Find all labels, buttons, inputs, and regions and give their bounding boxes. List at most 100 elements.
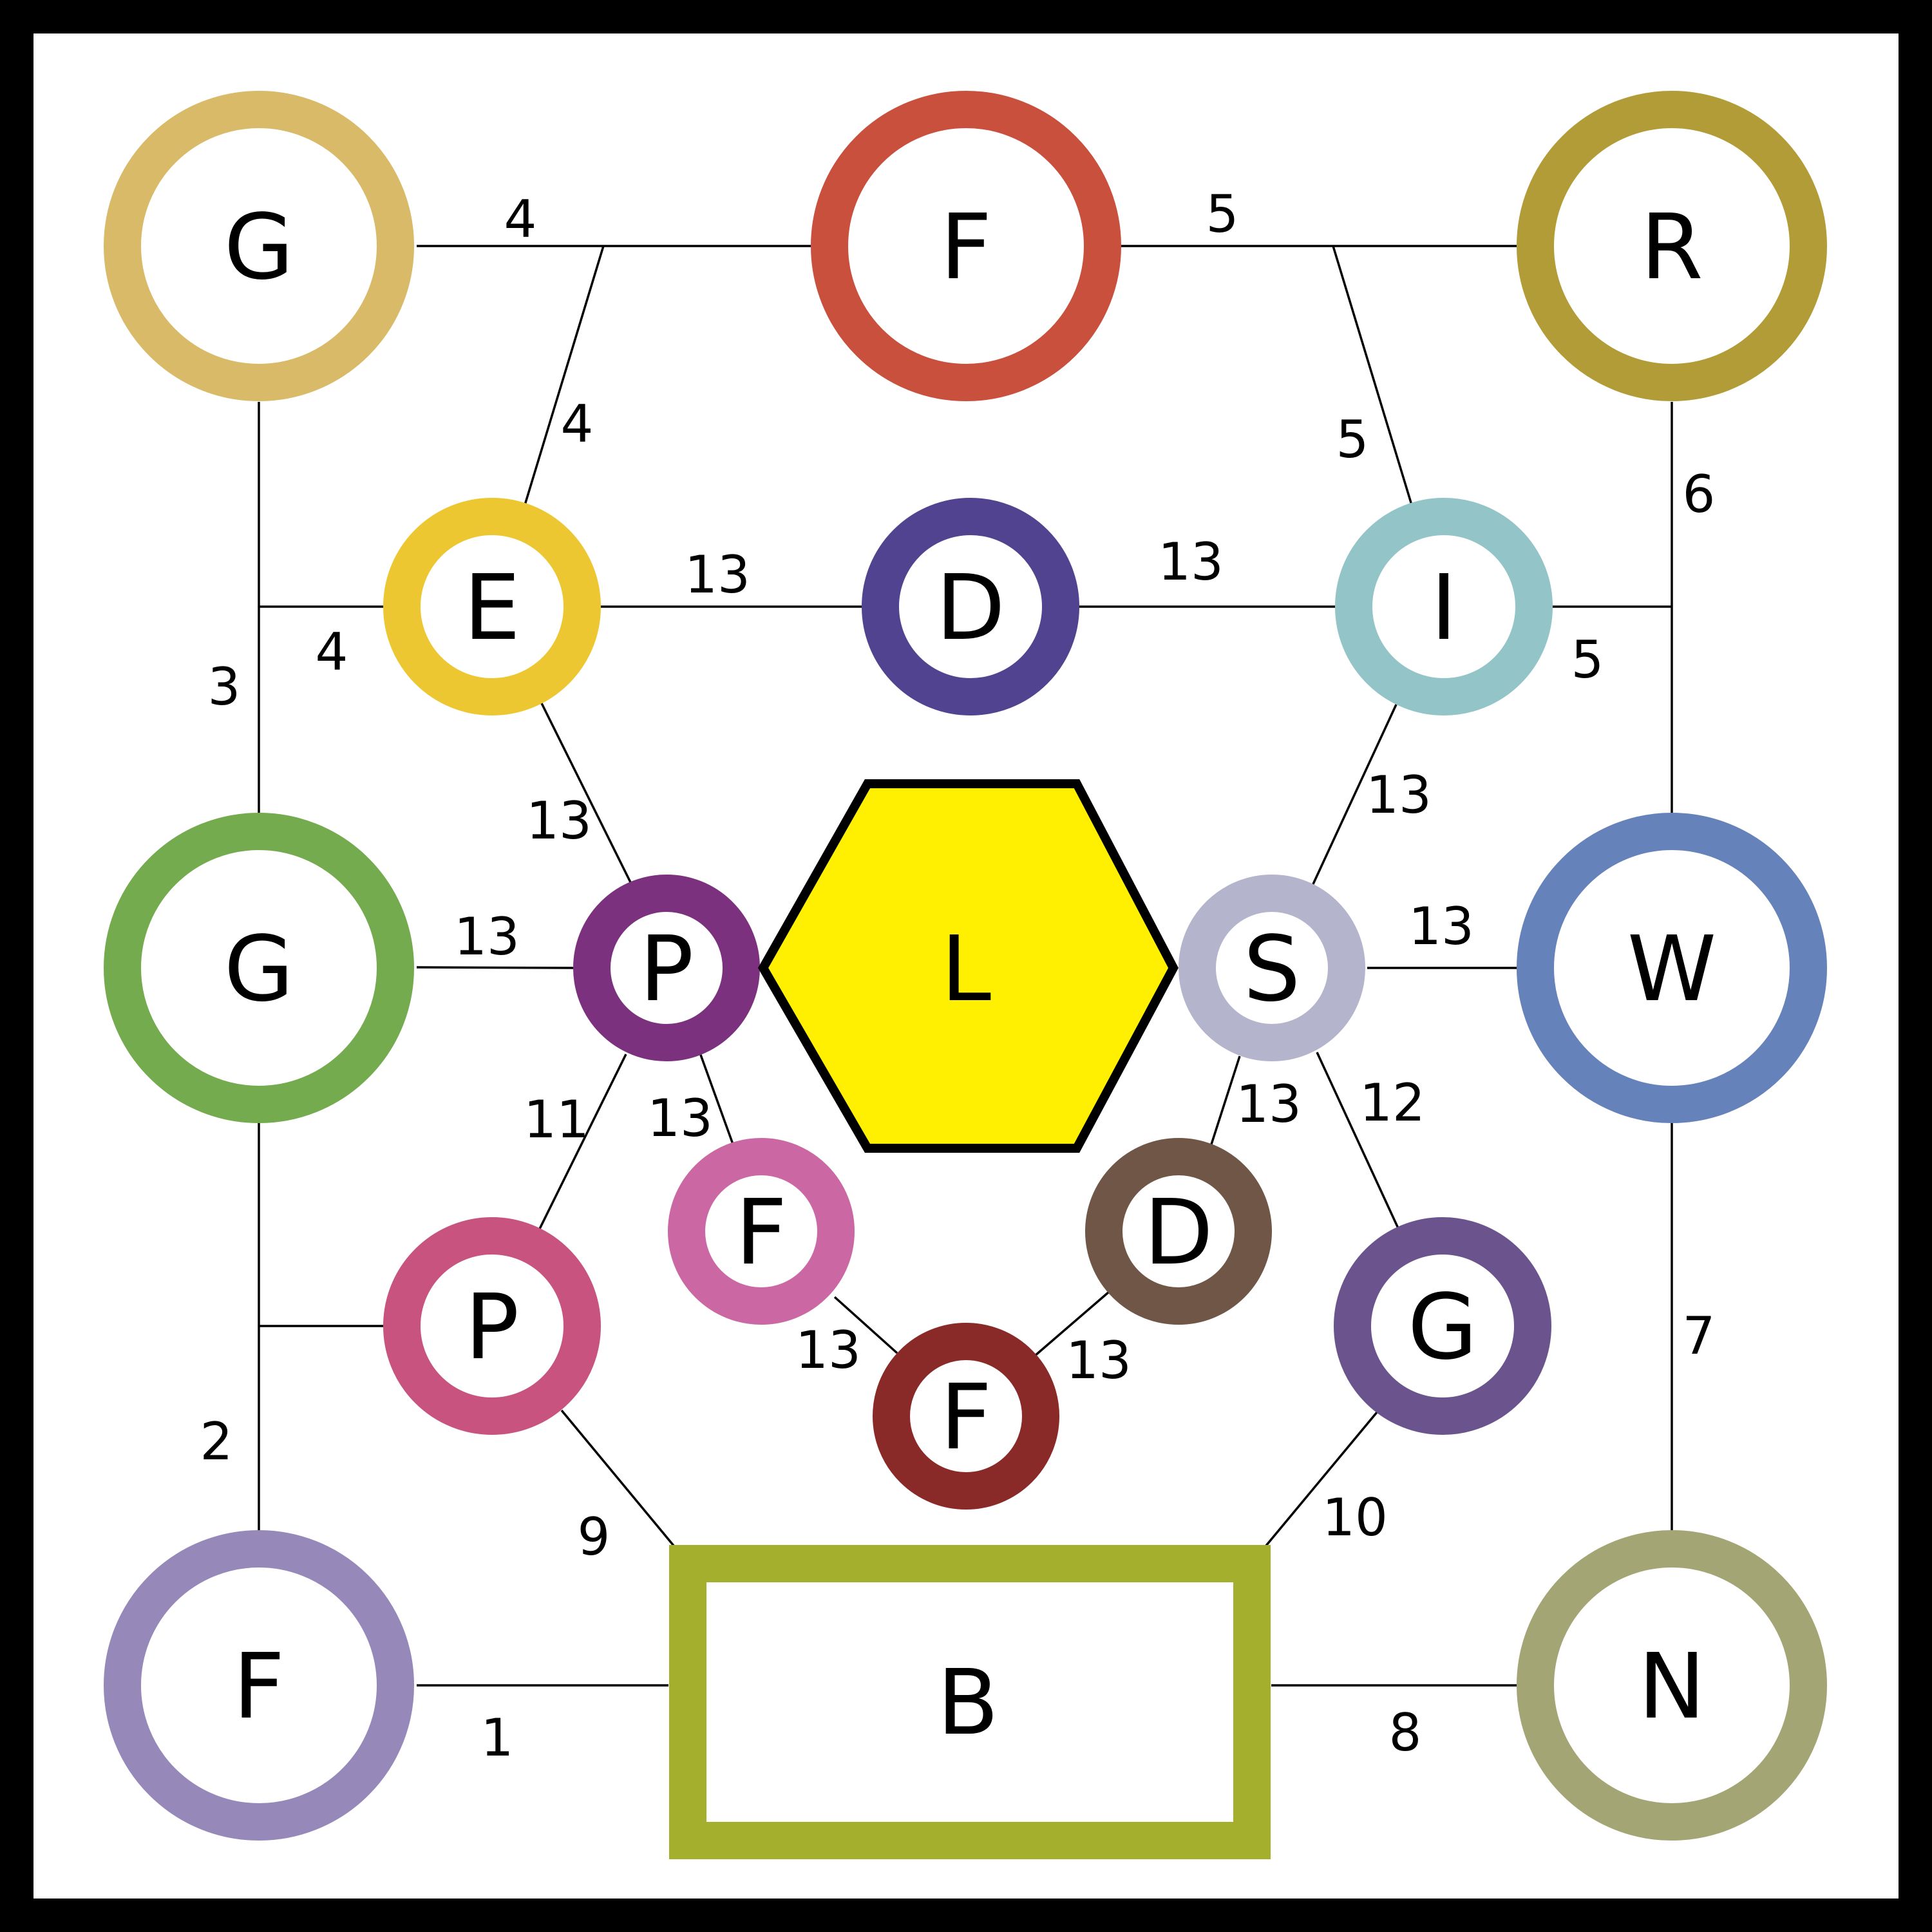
node-i-label: I [1430,556,1457,661]
node-f-dark-ring [873,1323,1059,1510]
edge-label-s-g-low: 12 [1359,1073,1425,1133]
edge-label-f-pink-f-dark: 13 [795,1320,861,1380]
edge-junction-i-top [1332,245,1413,506]
node-s: S [1179,875,1365,1061]
edge-label-i-s: 13 [1366,765,1432,825]
node-l-label: L [941,917,991,1022]
node-g-low-ring [1334,1217,1551,1435]
node-g-mid-ring [104,813,414,1123]
node-f-pink-label: F [735,1180,788,1285]
node-b-label: B [937,1651,999,1756]
node-i-ring [1335,498,1553,715]
node-g-low: G [1334,1217,1551,1435]
edge-label-i-junction-right: 5 [1571,630,1604,690]
node-w-ring [1517,813,1827,1123]
node-p-mid-label: P [639,917,694,1022]
node-n-label: N [1638,1634,1706,1739]
edge-label-p-mid-p-low: 11 [524,1090,589,1150]
edge-label-e-junction-left: 4 [316,622,348,682]
edge-label-e-p-mid: 13 [526,791,592,851]
node-g-top-label: G [224,195,294,300]
node-i: I [1335,498,1553,715]
node-d-top-ring [862,498,1079,715]
node-e: E [383,498,601,715]
edge-f-pink-f-dark [833,1296,898,1354]
node-d-top-label: D [936,556,1005,661]
node-g-top: G [104,91,414,401]
edge-label-e-d-top: 13 [685,545,750,605]
node-f-top-ring [811,91,1121,401]
edge-label-p-mid-f-pink: 13 [647,1088,713,1148]
node-n-ring [1517,1530,1827,1841]
edge-label-s-w: 13 [1408,896,1474,956]
node-p-low-label: P [465,1275,519,1380]
edge-p-mid-p-low [538,1054,627,1229]
edge-e-p-mid [540,701,632,884]
edge-label-s-d-brown: 13 [1236,1074,1302,1134]
edge-label-w-n: 7 [1683,1306,1716,1366]
edge-g-mid-p-mid [416,966,575,969]
node-p-mid-ring [573,875,760,1061]
node-f-bot-ring [104,1530,414,1841]
edge-label-junction-i-top: 5 [1336,410,1369,469]
node-f-bot: F [104,1530,414,1841]
edge-p-low-b [560,1409,675,1547]
edge-label-b-n: 8 [1389,1703,1422,1763]
edge-labels: 4 5 4 5 6 3 4 5 13 13 13 13 13 13 11 13 … [200,184,1716,1768]
node-g-top-ring [104,91,414,401]
node-g-low-label: G [1408,1275,1478,1380]
edge-label-g-mid-f-bot: 2 [200,1412,233,1472]
edge-label-g-low-b: 10 [1322,1488,1388,1548]
node-r-label: R [1640,195,1703,300]
node-e-label: E [464,556,520,661]
edge-label-g-top-g-mid: 3 [208,657,241,717]
edge-label-g-mid-p-mid: 13 [454,907,520,967]
edge-label-p-low-b: 9 [578,1507,611,1567]
node-d-brown-ring [1085,1138,1272,1325]
edge-i-s [1311,704,1397,886]
node-f-top: F [811,91,1121,401]
node-f-bot-label: F [233,1634,285,1739]
node-l: L [757,779,1179,1153]
node-r-ring [1517,91,1827,401]
nodes: G F R E D I G P [104,91,1827,1859]
edge-label-f-bot-b: 1 [481,1708,514,1768]
node-e-ring [383,498,601,715]
node-w: W [1517,813,1827,1123]
edge-g-low-b [1265,1411,1378,1547]
node-b: B [669,1545,1271,1859]
edge-label-g-top-f-top: 4 [504,189,537,249]
edge-label-r-w: 6 [1683,464,1716,524]
node-g-mid: G [104,813,414,1123]
edges [258,245,1673,1687]
node-s-label: S [1244,917,1301,1022]
node-p-mid: P [573,875,760,1061]
node-f-pink: F [668,1138,855,1325]
node-d-top: D [862,498,1079,715]
edge-s-d-brown [1209,1056,1241,1147]
node-g-mid-label: G [224,917,294,1022]
node-n: N [1517,1530,1827,1841]
node-b-rectangle [669,1545,1271,1859]
edge-label-d-top-i: 13 [1158,532,1224,592]
node-r: R [1517,91,1827,401]
node-d-brown-label: D [1144,1180,1213,1285]
edge-label-d-brown-f-dark: 13 [1066,1331,1132,1390]
node-w-label: W [1627,917,1716,1022]
edge-d-brown-f-dark [1033,1291,1110,1358]
edge-p-mid-f-pink [699,1054,735,1148]
node-f-top-label: F [940,195,992,300]
edge-label-f-top-r: 5 [1206,184,1239,244]
node-l-hexagon [757,779,1179,1153]
node-p-low: P [383,1217,601,1435]
node-f-pink-ring [668,1138,855,1325]
node-s-ring [1179,875,1365,1061]
node-f-dark: F [873,1323,1059,1510]
node-d-brown: D [1085,1138,1272,1325]
edge-label-junction-e-top: 4 [561,394,594,454]
node-p-low-ring [383,1217,601,1435]
edge-junction-e-top [524,245,605,506]
node-f-dark-label: F [940,1365,992,1470]
edge-s-g-low [1316,1052,1399,1229]
